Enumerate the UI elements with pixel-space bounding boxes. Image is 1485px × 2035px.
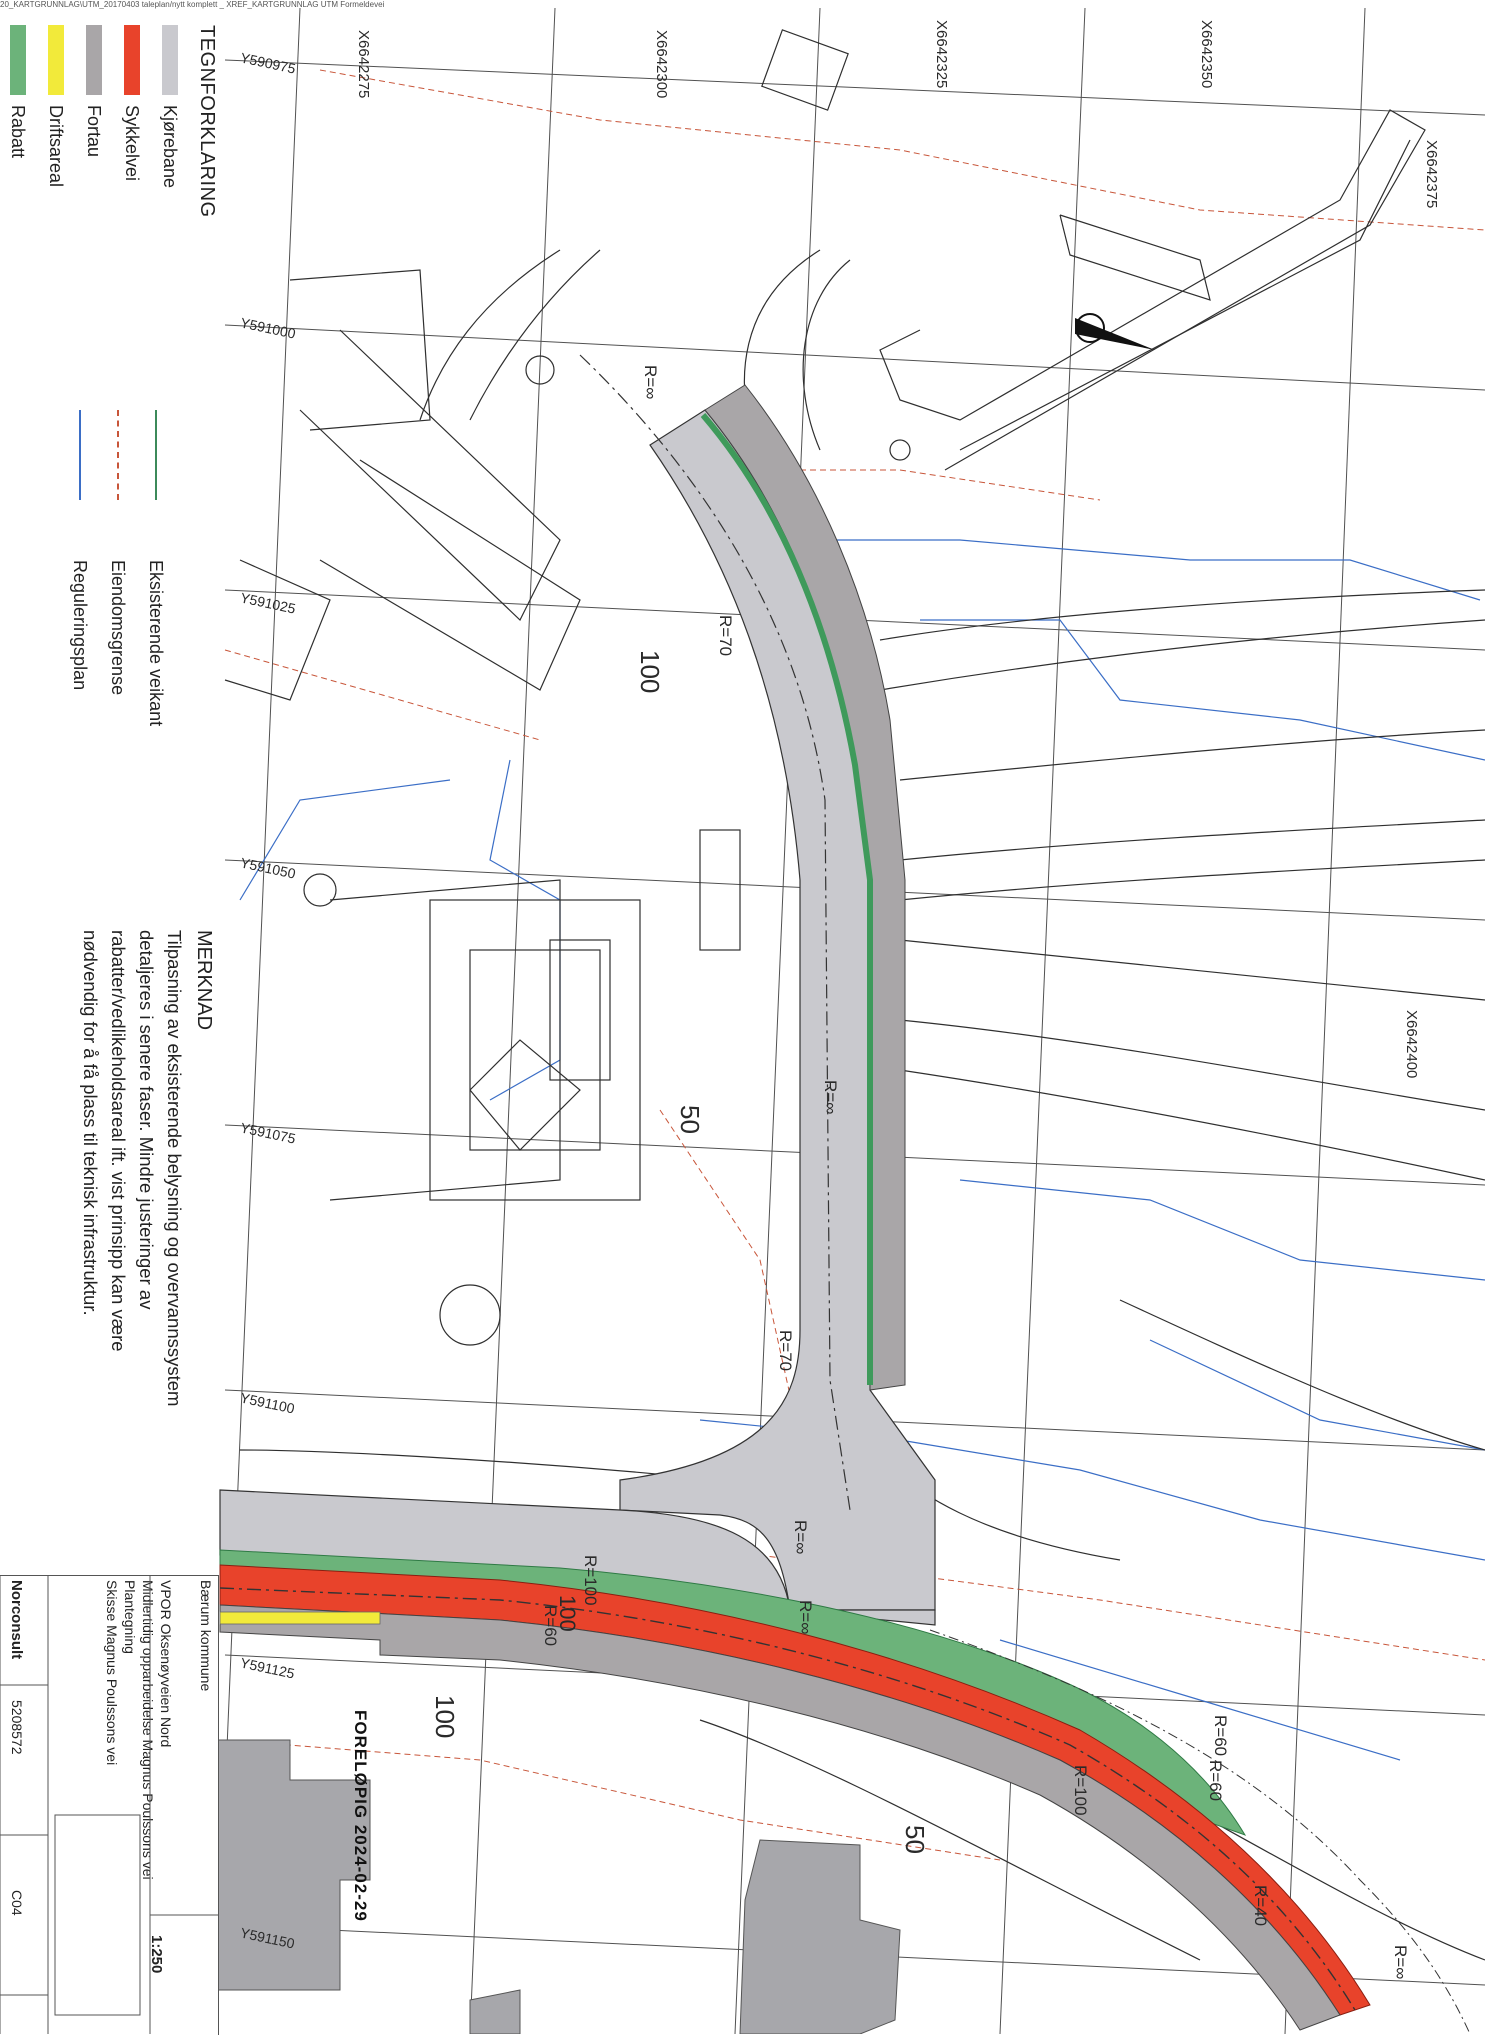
legend-item-eiendomsgrense: Eiendomsgrense xyxy=(99,410,137,850)
legend-item-fortau: Fortau xyxy=(75,25,113,245)
reguleringsplan-line-icon xyxy=(79,410,81,500)
radius-label: R=70 xyxy=(716,615,735,657)
legend-item-sykkelvei: Sykkelvei xyxy=(113,25,151,245)
reguleringsplan-lines xyxy=(239,539,1485,1761)
contour-label: 50 xyxy=(900,1825,930,1854)
x-grid-label: X6642400 xyxy=(1403,1010,1420,1079)
legend-label: Kjørebane xyxy=(160,105,181,189)
legend-label: Sykkelvei xyxy=(122,105,143,182)
status-stamp: FORELØPIG 2024-02-29 xyxy=(351,1710,370,1922)
legend-label: Rabatt xyxy=(8,105,29,159)
alignment-upper xyxy=(929,1629,1471,2034)
radius-label: R=100 xyxy=(1071,1765,1090,1816)
remark-title: MERKNAD xyxy=(193,930,215,1031)
veikant-line-icon xyxy=(155,410,157,500)
x-grid-label: X6642350 xyxy=(1198,20,1215,89)
title-block-grid xyxy=(0,1575,218,2034)
centerline-ew xyxy=(219,1587,1356,2011)
buildings-bottom xyxy=(214,1739,901,2034)
radius-label: R=∞ xyxy=(821,1080,840,1115)
legend-label: Fortau xyxy=(84,105,105,158)
legend-label: Reguleringsplan xyxy=(70,560,91,691)
x-grid-label: X6642275 xyxy=(355,30,372,99)
radius-label: R=∞ xyxy=(796,1600,815,1635)
radius-label: R=∞ xyxy=(641,365,660,400)
remark-block: MERKNAD Tilpasning av eksisterende belys… xyxy=(76,930,215,1650)
radius-label: R=∞ xyxy=(791,1520,810,1555)
eiendomsgrense-lines xyxy=(224,69,1485,1861)
legend-item-kjorebane: Kjørebane xyxy=(151,25,189,245)
contour-label: 100 xyxy=(430,1695,460,1739)
sykkelvei-swatch-icon xyxy=(124,25,140,95)
driftsareal-ew xyxy=(219,1611,381,1625)
legend-item-driftsareal: Driftsareal xyxy=(37,25,75,245)
eiendomsgrense-line-icon xyxy=(117,410,119,500)
remark-line: rabatter/vedlikeholdsareal ift. vist pri… xyxy=(108,930,129,1352)
remark-line: Tilpasning av eksisterende belysning og … xyxy=(164,930,185,1407)
north-arrow-icon xyxy=(1075,313,1155,350)
legend-item-rabatt: Rabatt xyxy=(0,25,37,245)
radius-label: R=∞ xyxy=(1391,1945,1410,1980)
radius-label: R=100 xyxy=(581,1555,600,1606)
radius-label: R=60 xyxy=(1211,1715,1230,1757)
radius-label: R=40 xyxy=(1251,1885,1270,1927)
centerline-ns xyxy=(579,354,851,1511)
file-path-header: 20_KARTGRUNNLAG\UTM_20170403 taleplan/ny… xyxy=(0,0,385,9)
title-block xyxy=(0,1575,219,2035)
driftsareal-swatch-icon xyxy=(48,25,64,95)
contour-label: 100 xyxy=(555,1595,580,1632)
fortau-swatch-icon xyxy=(86,25,102,95)
radius-label: R=70 xyxy=(776,1330,795,1372)
remark-line: nødvendig for å få plass til teknisk inf… xyxy=(80,930,101,1316)
x-grid-label: X6642325 xyxy=(933,20,950,89)
legend-item-veikant: Eksisterende veikant xyxy=(137,410,175,850)
radius-label: R=60 xyxy=(1206,1760,1225,1802)
x-grid-label: X6642300 xyxy=(653,30,670,99)
legend-label: Eiendomsgrense xyxy=(108,560,129,696)
rabatt-ns xyxy=(700,413,873,1385)
contour-label: 100 xyxy=(635,650,665,694)
legend-label: Eksisterende veikant xyxy=(146,560,167,727)
legend-item-reguleringsplan: Reguleringsplan xyxy=(61,410,99,850)
rabatt-swatch-icon xyxy=(10,25,26,95)
fortau-ew xyxy=(219,1604,1341,2031)
legend-lines: Eksisterende veikant Eiendomsgrense Regu… xyxy=(61,410,175,850)
contour-label: 50 xyxy=(675,1105,705,1134)
legend-label: Driftsareal xyxy=(46,105,67,188)
kjorebane-swatch-icon xyxy=(162,25,178,95)
legend-title: TEGNFORKLARING xyxy=(196,25,218,218)
remark-line: detaljeres i senere faser. Mindre juster… xyxy=(136,930,157,1310)
x-grid-label: X6642375 xyxy=(1423,140,1440,209)
